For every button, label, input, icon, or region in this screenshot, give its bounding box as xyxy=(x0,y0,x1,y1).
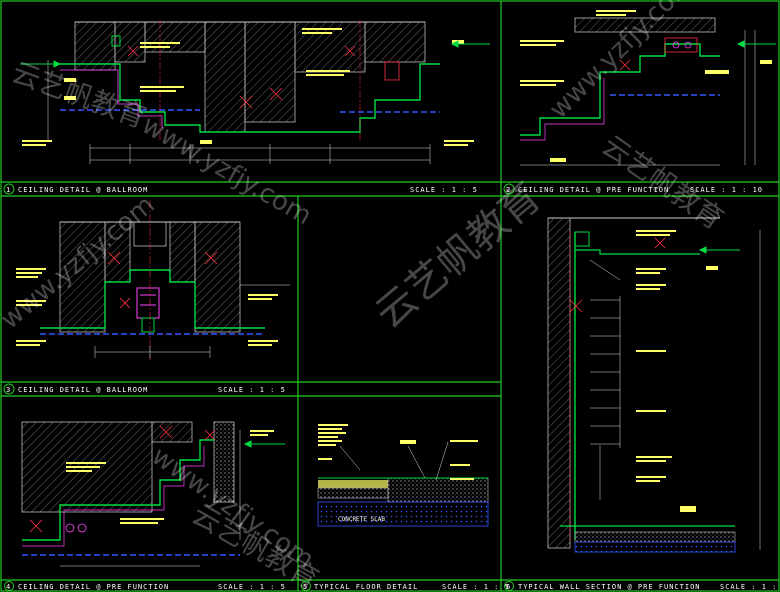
panel-4-scale: SCALE : 1 : 5 xyxy=(218,583,286,591)
panel-6-number: 6 xyxy=(506,583,511,591)
panel-5-scale: SCALE : 1 : 5 xyxy=(442,583,510,591)
panel-2-titlebar: 2 CEILING DETAIL @ PRE FUNCTION SCALE : … xyxy=(503,183,763,195)
panel-2-drawing xyxy=(520,10,776,166)
panel-3-drawing xyxy=(16,200,290,360)
watermark-brand-center: 云艺帆教育 xyxy=(367,174,550,338)
panel-5-title: TYPICAL FLOOR DETAIL xyxy=(314,583,418,591)
panel-3-number: 3 xyxy=(6,386,11,394)
panel-3-scale: SCALE : 1 : 5 xyxy=(218,386,286,394)
panel-2-scale: SCALE : 1 : 10 xyxy=(690,186,763,194)
panel-2-title: CEILING DETAIL @ PRE FUNCTION xyxy=(518,186,669,194)
panel-6-titlebar: 6 TYPICAL WALL SECTION @ PRE FUNCTION SC… xyxy=(504,581,780,591)
panel-5-number: 5 xyxy=(303,583,308,591)
panel-1-titlebar: 1 CEILING DETAIL @ BALLROOM SCALE : 1 : … xyxy=(3,183,478,195)
panel-3-titlebar: 3 CEILING DETAIL @ BALLROOM SCALE : 1 : … xyxy=(3,383,286,395)
panel-1-drawing xyxy=(20,20,490,164)
panel-4-titlebar: 4 CEILING DETAIL @ PRE FUNCTION SCALE : … xyxy=(4,581,286,591)
panel-2-number: 2 xyxy=(506,186,511,194)
panel-4-number: 4 xyxy=(6,583,11,591)
panel-6-title: TYPICAL WALL SECTION @ PRE FUNCTION xyxy=(518,583,701,591)
panel-6-scale: SCALE : 1 : 5 xyxy=(720,583,780,591)
panel-3-title: CEILING DETAIL @ BALLROOM xyxy=(18,386,148,394)
panel-6-drawing xyxy=(547,217,761,553)
concrete-slab-label: CONCRETE SLAB xyxy=(338,516,385,523)
panel-4-title: CEILING DETAIL @ PRE FUNCTION xyxy=(18,583,169,591)
panel-4-drawing xyxy=(21,421,285,567)
panel-5-drawing: CONCRETE SLAB xyxy=(317,424,489,527)
panel-1-scale: SCALE : 1 : 5 xyxy=(410,186,478,194)
panel-5-titlebar: 5 TYPICAL FLOOR DETAIL SCALE : 1 : 5 xyxy=(301,581,510,591)
panel-1-title: CEILING DETAIL @ BALLROOM xyxy=(18,186,148,194)
panel-1-number: 1 xyxy=(6,186,11,194)
